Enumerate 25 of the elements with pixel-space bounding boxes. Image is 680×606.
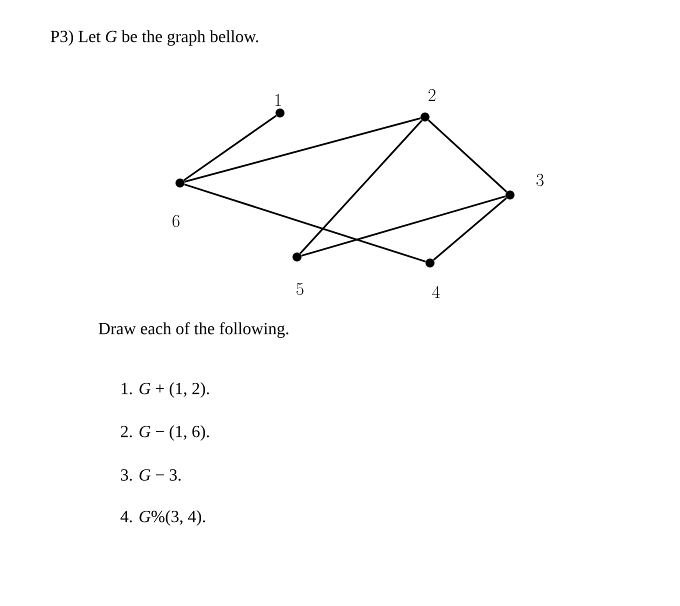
list-item: 1. G + (1, 2). [122, 382, 209, 398]
vertex-dot [292, 252, 302, 262]
vertex-dot [276, 108, 284, 118]
vertex-dot [176, 178, 184, 188]
list-item: 3. G − 3. [121, 469, 181, 481]
vertex-label: 4 [432, 286, 440, 298]
vertex-label: 5 [296, 282, 304, 296]
graph-edge [184, 184, 426, 262]
graph-edge [184, 117, 421, 183]
list-item: 2. G − (1, 6). [120, 425, 209, 441]
vertex-label: 3 [536, 174, 544, 186]
vertex-label: 6 [172, 214, 180, 228]
graph-edge [183, 114, 277, 182]
vertex-label: 2 [428, 89, 436, 101]
graph-edge [428, 120, 508, 192]
graph-edge [301, 195, 506, 257]
list-item: 4. G%(3, 4). [120, 510, 205, 526]
vertex-label: 1 [275, 94, 281, 106]
graph-edge [433, 197, 507, 261]
title: P3) Let G be the graph bellow. [50, 30, 258, 46]
instruction-text: Draw each of the following. [98, 322, 288, 338]
vertex-dot [506, 190, 514, 200]
graph-edge [300, 120, 422, 254]
vertex-dot [426, 258, 434, 268]
vertex-dot [420, 112, 430, 122]
